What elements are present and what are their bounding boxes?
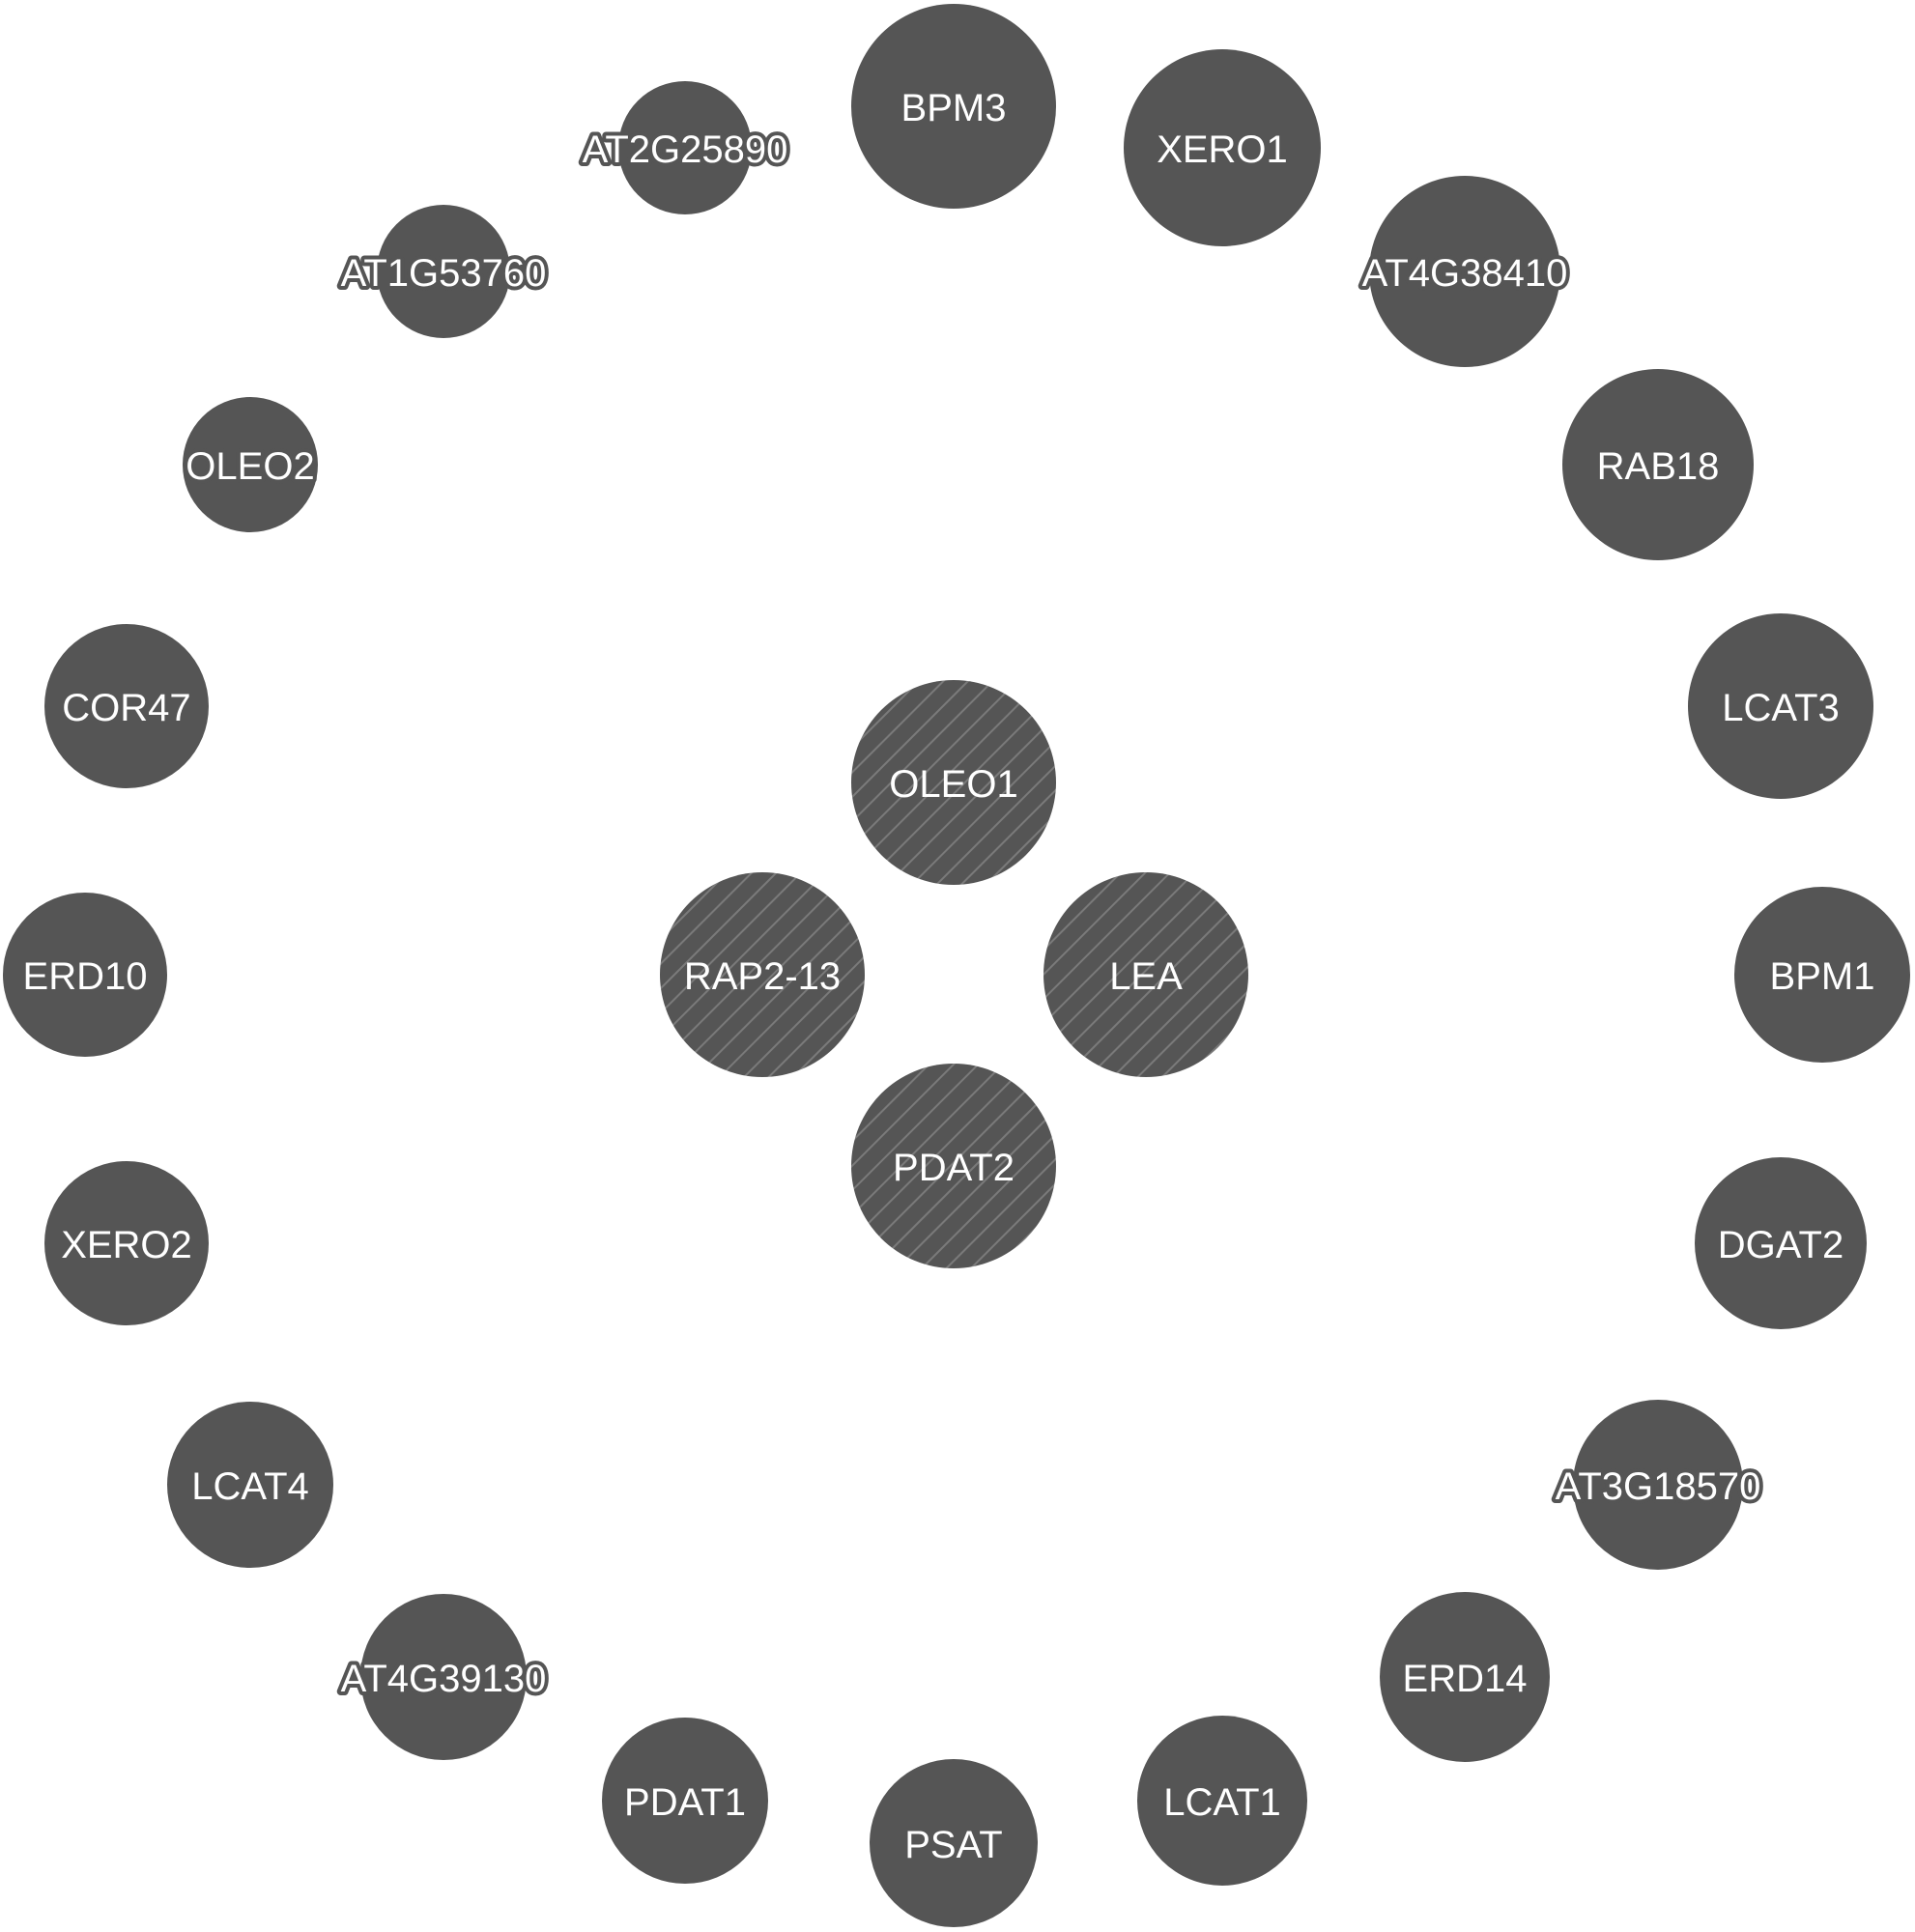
node-label: ERD14 xyxy=(1403,1658,1528,1700)
node-lcat4[interactable]: LCAT4 xyxy=(167,1402,333,1568)
node-circle[interactable] xyxy=(183,397,318,532)
node-circle[interactable] xyxy=(1043,872,1248,1077)
node-circle[interactable] xyxy=(1695,1157,1867,1329)
node-bpm3[interactable]: BPM3 xyxy=(851,4,1056,209)
node-circle[interactable] xyxy=(360,1594,527,1760)
node-label: AT4G38410 xyxy=(1362,252,1568,295)
node-erd14[interactable]: ERD14 xyxy=(1380,1592,1550,1762)
node-label: LCAT3 xyxy=(1722,687,1840,729)
node-circle[interactable] xyxy=(851,1064,1056,1268)
node-circle[interactable] xyxy=(377,205,510,338)
node-label: LCAT4 xyxy=(191,1465,309,1508)
node-xero2[interactable]: XERO2 xyxy=(44,1161,209,1325)
node-label: XERO1 xyxy=(1157,128,1288,171)
node-psat[interactable]: PSAT xyxy=(870,1759,1038,1927)
node-label: COR47 xyxy=(62,687,190,729)
node-erd10[interactable]: ERD10 xyxy=(3,893,167,1057)
node-label: RAP2-13 xyxy=(684,955,841,998)
node-circle[interactable] xyxy=(1734,887,1910,1063)
node-circle[interactable] xyxy=(851,680,1056,885)
node-cor47[interactable]: COR47 xyxy=(44,624,209,788)
node-rap2-13[interactable]: RAP2-13 xyxy=(660,872,865,1077)
node-bpm1[interactable]: BPM1 xyxy=(1734,887,1910,1063)
node-circle[interactable] xyxy=(167,1402,333,1568)
node-label: AT2G25890 xyxy=(583,128,788,171)
node-label: BPM3 xyxy=(901,87,1007,129)
node-circle[interactable] xyxy=(602,1718,768,1884)
node-oleo1[interactable]: OLEO1 xyxy=(851,680,1056,885)
node-label: ERD10 xyxy=(23,955,148,998)
node-label: BPM1 xyxy=(1770,955,1875,998)
node-lea[interactable]: LEA xyxy=(1043,872,1248,1077)
node-circle[interactable] xyxy=(1562,369,1754,560)
node-lcat3[interactable]: LCAT3 xyxy=(1688,613,1873,799)
node-circle[interactable] xyxy=(1380,1592,1550,1762)
node-label: OLEO2 xyxy=(186,445,314,488)
node-circle[interactable] xyxy=(618,81,752,214)
node-circle[interactable] xyxy=(660,872,865,1077)
node-label: LCAT1 xyxy=(1163,1781,1281,1824)
node-label: XERO2 xyxy=(61,1224,192,1266)
node-dgat2[interactable]: DGAT2 xyxy=(1695,1157,1867,1329)
node-circle[interactable] xyxy=(1688,613,1873,799)
node-circle[interactable] xyxy=(1124,49,1321,246)
node-label: LEA xyxy=(1109,955,1183,998)
node-label: AT3G18570 xyxy=(1556,1465,1761,1508)
node-lcat1[interactable]: LCAT1 xyxy=(1137,1716,1307,1886)
node-label: PDAT2 xyxy=(893,1147,1015,1189)
node-circle[interactable] xyxy=(44,624,209,788)
node-label: PDAT1 xyxy=(624,1781,746,1824)
node-at1g53760[interactable]: AT1G53760 xyxy=(337,205,550,338)
node-circle[interactable] xyxy=(1369,176,1560,367)
node-circle[interactable] xyxy=(1573,1400,1743,1570)
node-circle[interactable] xyxy=(870,1759,1038,1927)
node-at2g25890[interactable]: AT2G25890 xyxy=(579,81,791,214)
node-circle[interactable] xyxy=(3,893,167,1057)
node-label: AT4G39130 xyxy=(341,1658,547,1700)
node-label: RAB18 xyxy=(1597,445,1720,488)
node-at4g39130[interactable]: AT4G39130 xyxy=(337,1594,550,1760)
node-circle[interactable] xyxy=(44,1161,209,1325)
node-pdat2[interactable]: PDAT2 xyxy=(851,1064,1056,1268)
node-label: DGAT2 xyxy=(1718,1224,1844,1266)
node-at3g18570[interactable]: AT3G18570 xyxy=(1552,1400,1764,1570)
node-label: AT1G53760 xyxy=(341,252,547,295)
node-rab18[interactable]: RAB18 xyxy=(1562,369,1754,560)
node-label: OLEO1 xyxy=(889,763,1017,806)
node-at4g38410[interactable]: AT4G38410 xyxy=(1358,176,1571,367)
node-label: PSAT xyxy=(904,1824,1003,1866)
node-circle[interactable] xyxy=(1137,1716,1307,1886)
node-pdat1[interactable]: PDAT1 xyxy=(602,1718,768,1884)
node-circle[interactable] xyxy=(851,4,1056,209)
node-xero1[interactable]: XERO1 xyxy=(1124,49,1321,246)
node-oleo2[interactable]: OLEO2 xyxy=(182,397,319,532)
